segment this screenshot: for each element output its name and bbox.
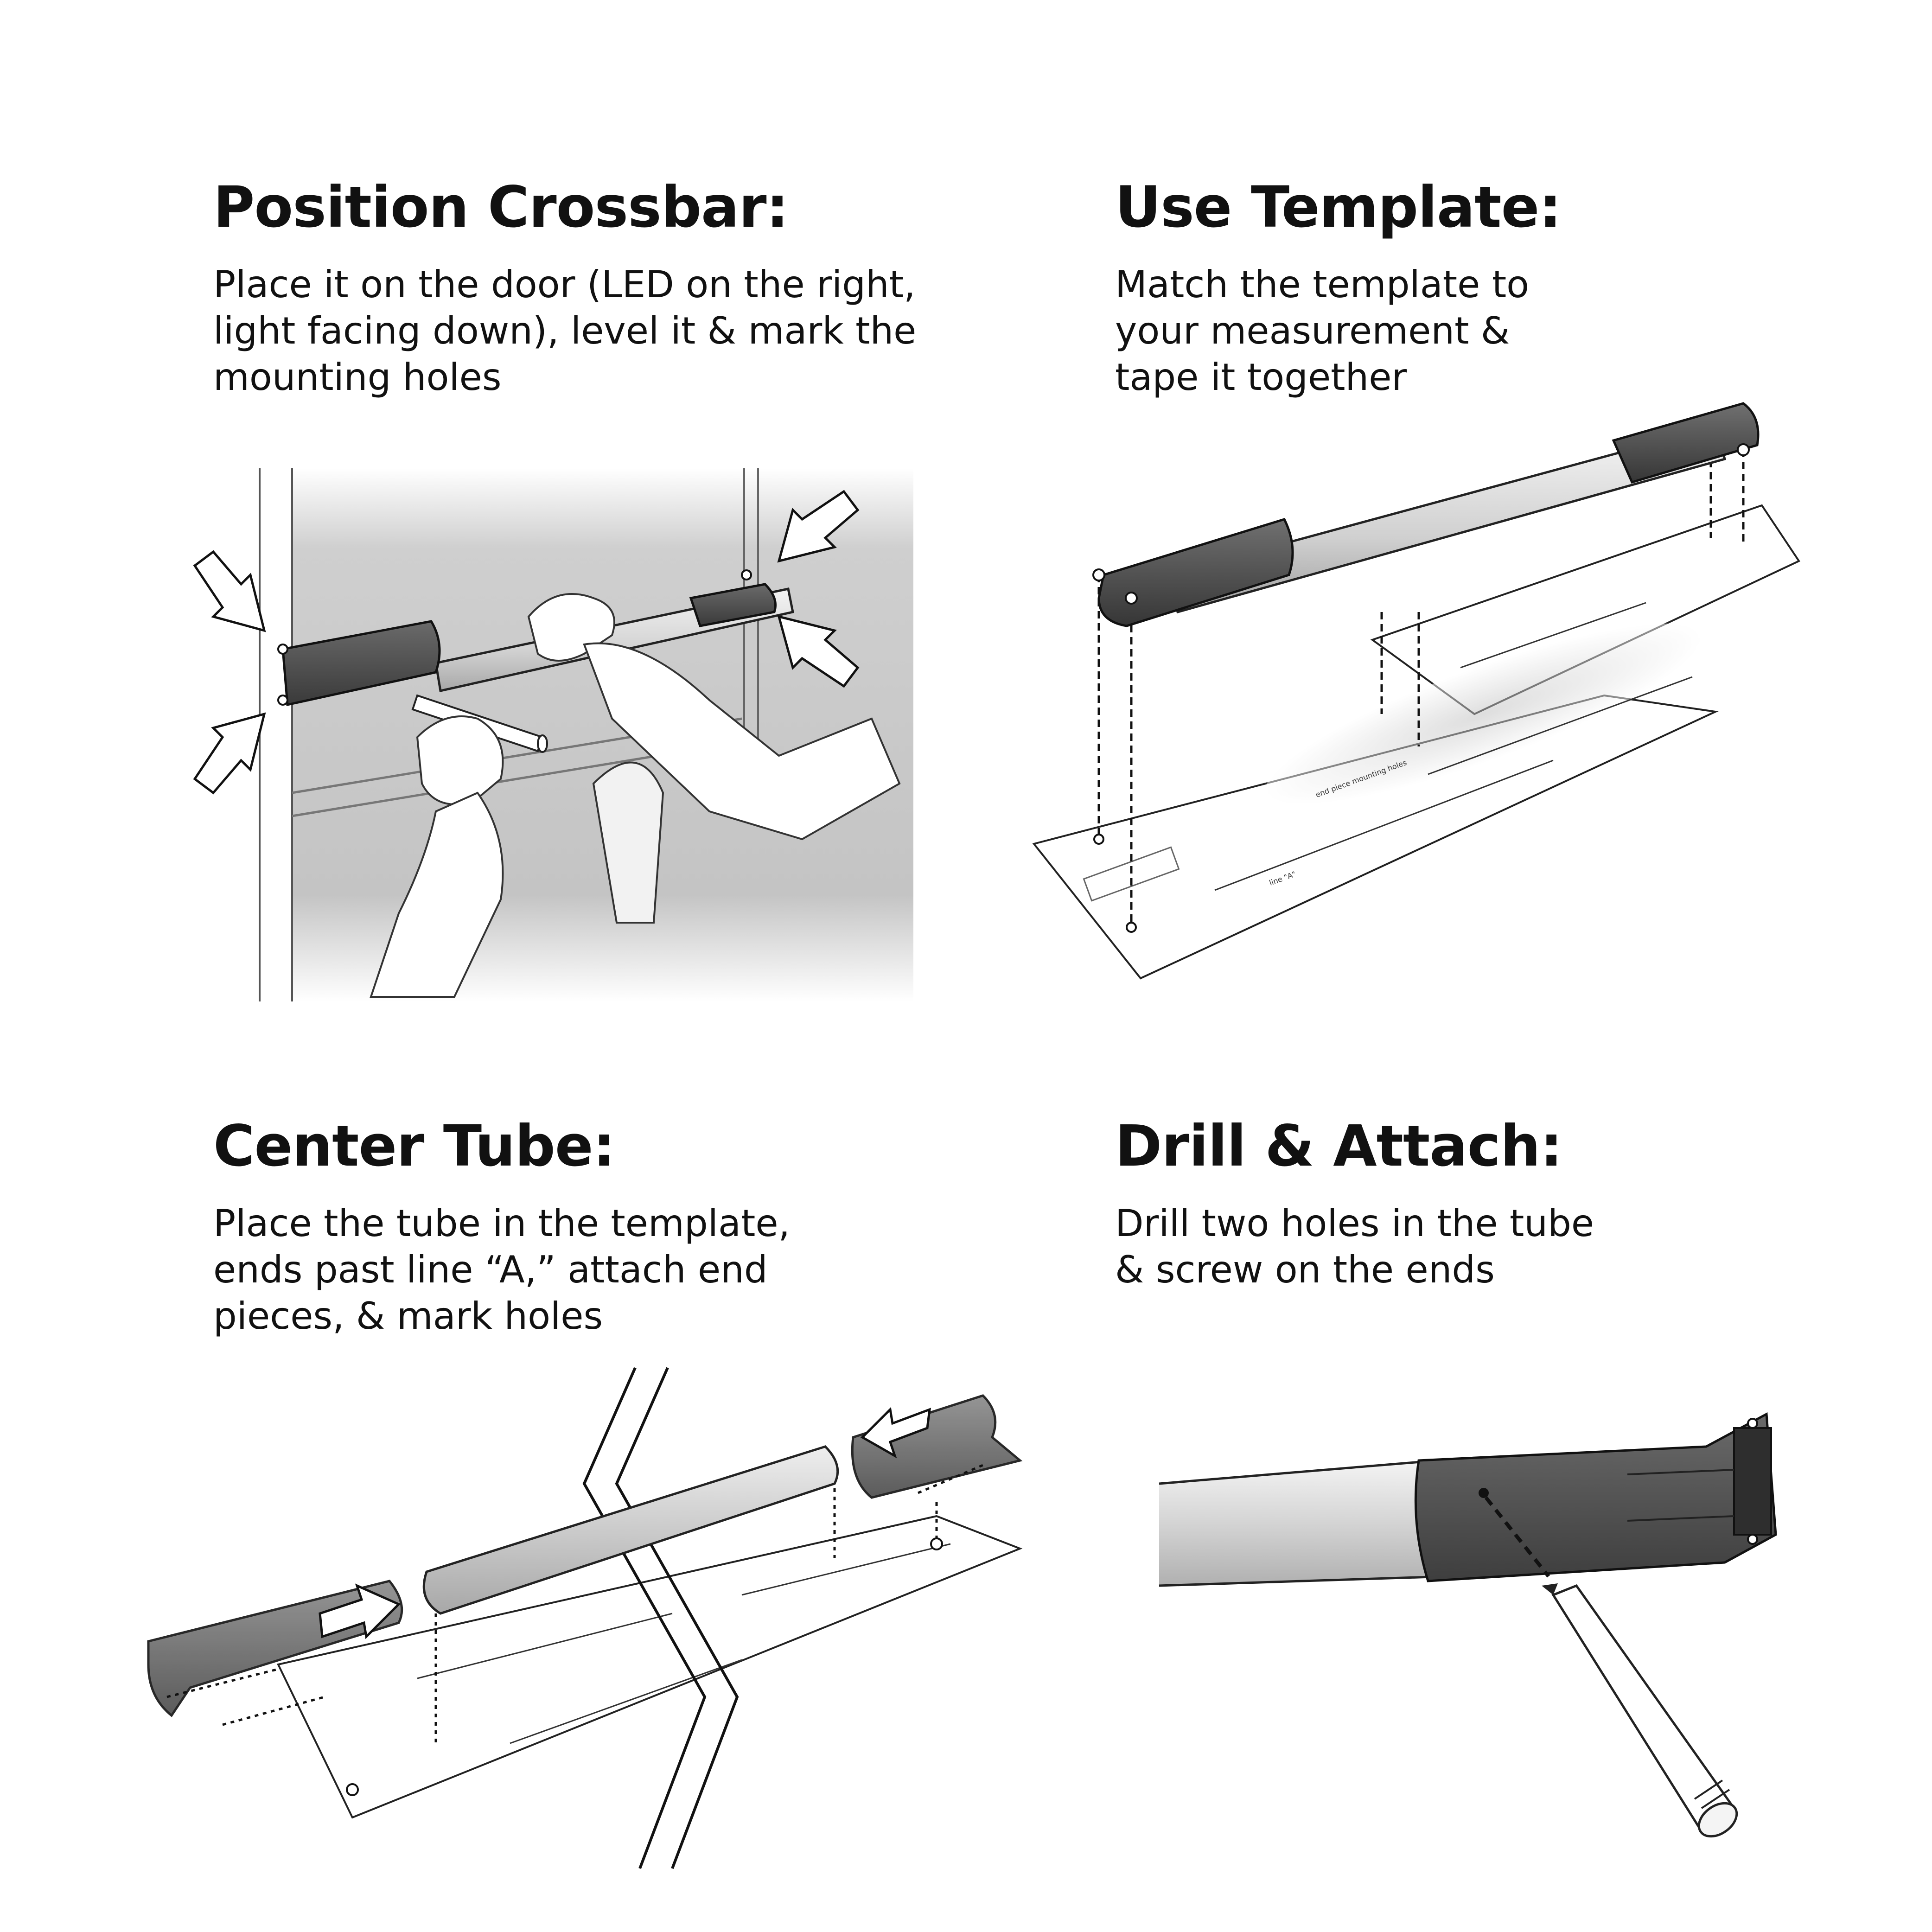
step-text-line: Place it on the door (LED on the right,: [213, 263, 916, 306]
center-tube-illustration: [139, 1363, 1048, 1873]
template-crossbar-right-cap: [1612, 402, 1760, 484]
template-svg: end piece mounting holes line "A": [1032, 402, 1800, 980]
drill-endcap: [1414, 1412, 1777, 1582]
template-crossbar-left-cap: [1097, 517, 1294, 627]
step-description: Place it on the door (LED on the right, …: [213, 261, 955, 401]
crossbar-right-endcap: [689, 583, 777, 627]
step-text-line: Match the template to: [1115, 263, 1530, 306]
pencil-icon: [1542, 1583, 1738, 1838]
step-description: Place the tube in the template, ends pas…: [213, 1200, 955, 1339]
step-text-line: pieces, & mark holes: [213, 1294, 603, 1338]
step-description: Match the template to your measurement &…: [1115, 261, 1857, 401]
hand-icon: [370, 593, 901, 998]
step-title: Drill & Attach:: [1115, 1113, 1563, 1179]
step-text-line: ends past line “A,” attach end: [213, 1248, 768, 1292]
step-text-line: Drill two holes in the tube: [1115, 1202, 1594, 1245]
step-text-line: Place the tube in the template,: [213, 1202, 790, 1245]
template-illustration: end piece mounting holes line "A": [1020, 380, 1901, 1011]
door-panel: [292, 468, 913, 1001]
step-use-template: Use Template: Match the template to your…: [1115, 176, 1857, 401]
step-text-line: light facing down), level it & mark the: [213, 309, 917, 353]
step-title: Use Template:: [1115, 174, 1562, 240]
drill-attach-svg: [1159, 1412, 1777, 1838]
step-description: Drill two holes in the tube & screw on t…: [1115, 1200, 1857, 1293]
arrow-icon: [319, 1407, 931, 1639]
drill-attach-illustration: [1150, 1400, 1799, 1892]
center-tube: [422, 1445, 839, 1615]
step-text-line: mounting holes: [213, 356, 502, 399]
crossbar-door-svg: [193, 468, 913, 1001]
break-line: [615, 1367, 739, 1869]
step-center-tube: Center Tube: Place the tube in the templ…: [213, 1115, 955, 1339]
step-title: Position Crossbar:: [213, 174, 789, 240]
break-line: [582, 1367, 707, 1869]
center-right-endcap: [851, 1394, 1023, 1499]
step-position-crossbar: Position Crossbar: Place it on the door …: [213, 176, 955, 401]
center-template-sheet: [277, 1515, 1023, 1819]
arrow-icon: [193, 490, 860, 795]
step-title: Center Tube:: [213, 1113, 615, 1179]
crossbar-left-endcap: [281, 620, 441, 707]
center-tube-svg: [147, 1367, 1023, 1869]
step-text-line: your measurement &: [1115, 309, 1510, 353]
template-sheet-icon: end piece mounting holes line "A": [1032, 504, 1800, 980]
drill-tube: [1159, 1460, 1447, 1586]
step-text-line: tape it together: [1115, 356, 1407, 399]
step-text-line: & screw on the ends: [1115, 1248, 1495, 1292]
drill-hole: [1479, 1488, 1489, 1498]
step-drill-attach: Drill & Attach: Drill two holes in the t…: [1115, 1115, 1857, 1293]
crossbar-on-door-illustration: [176, 459, 964, 1015]
